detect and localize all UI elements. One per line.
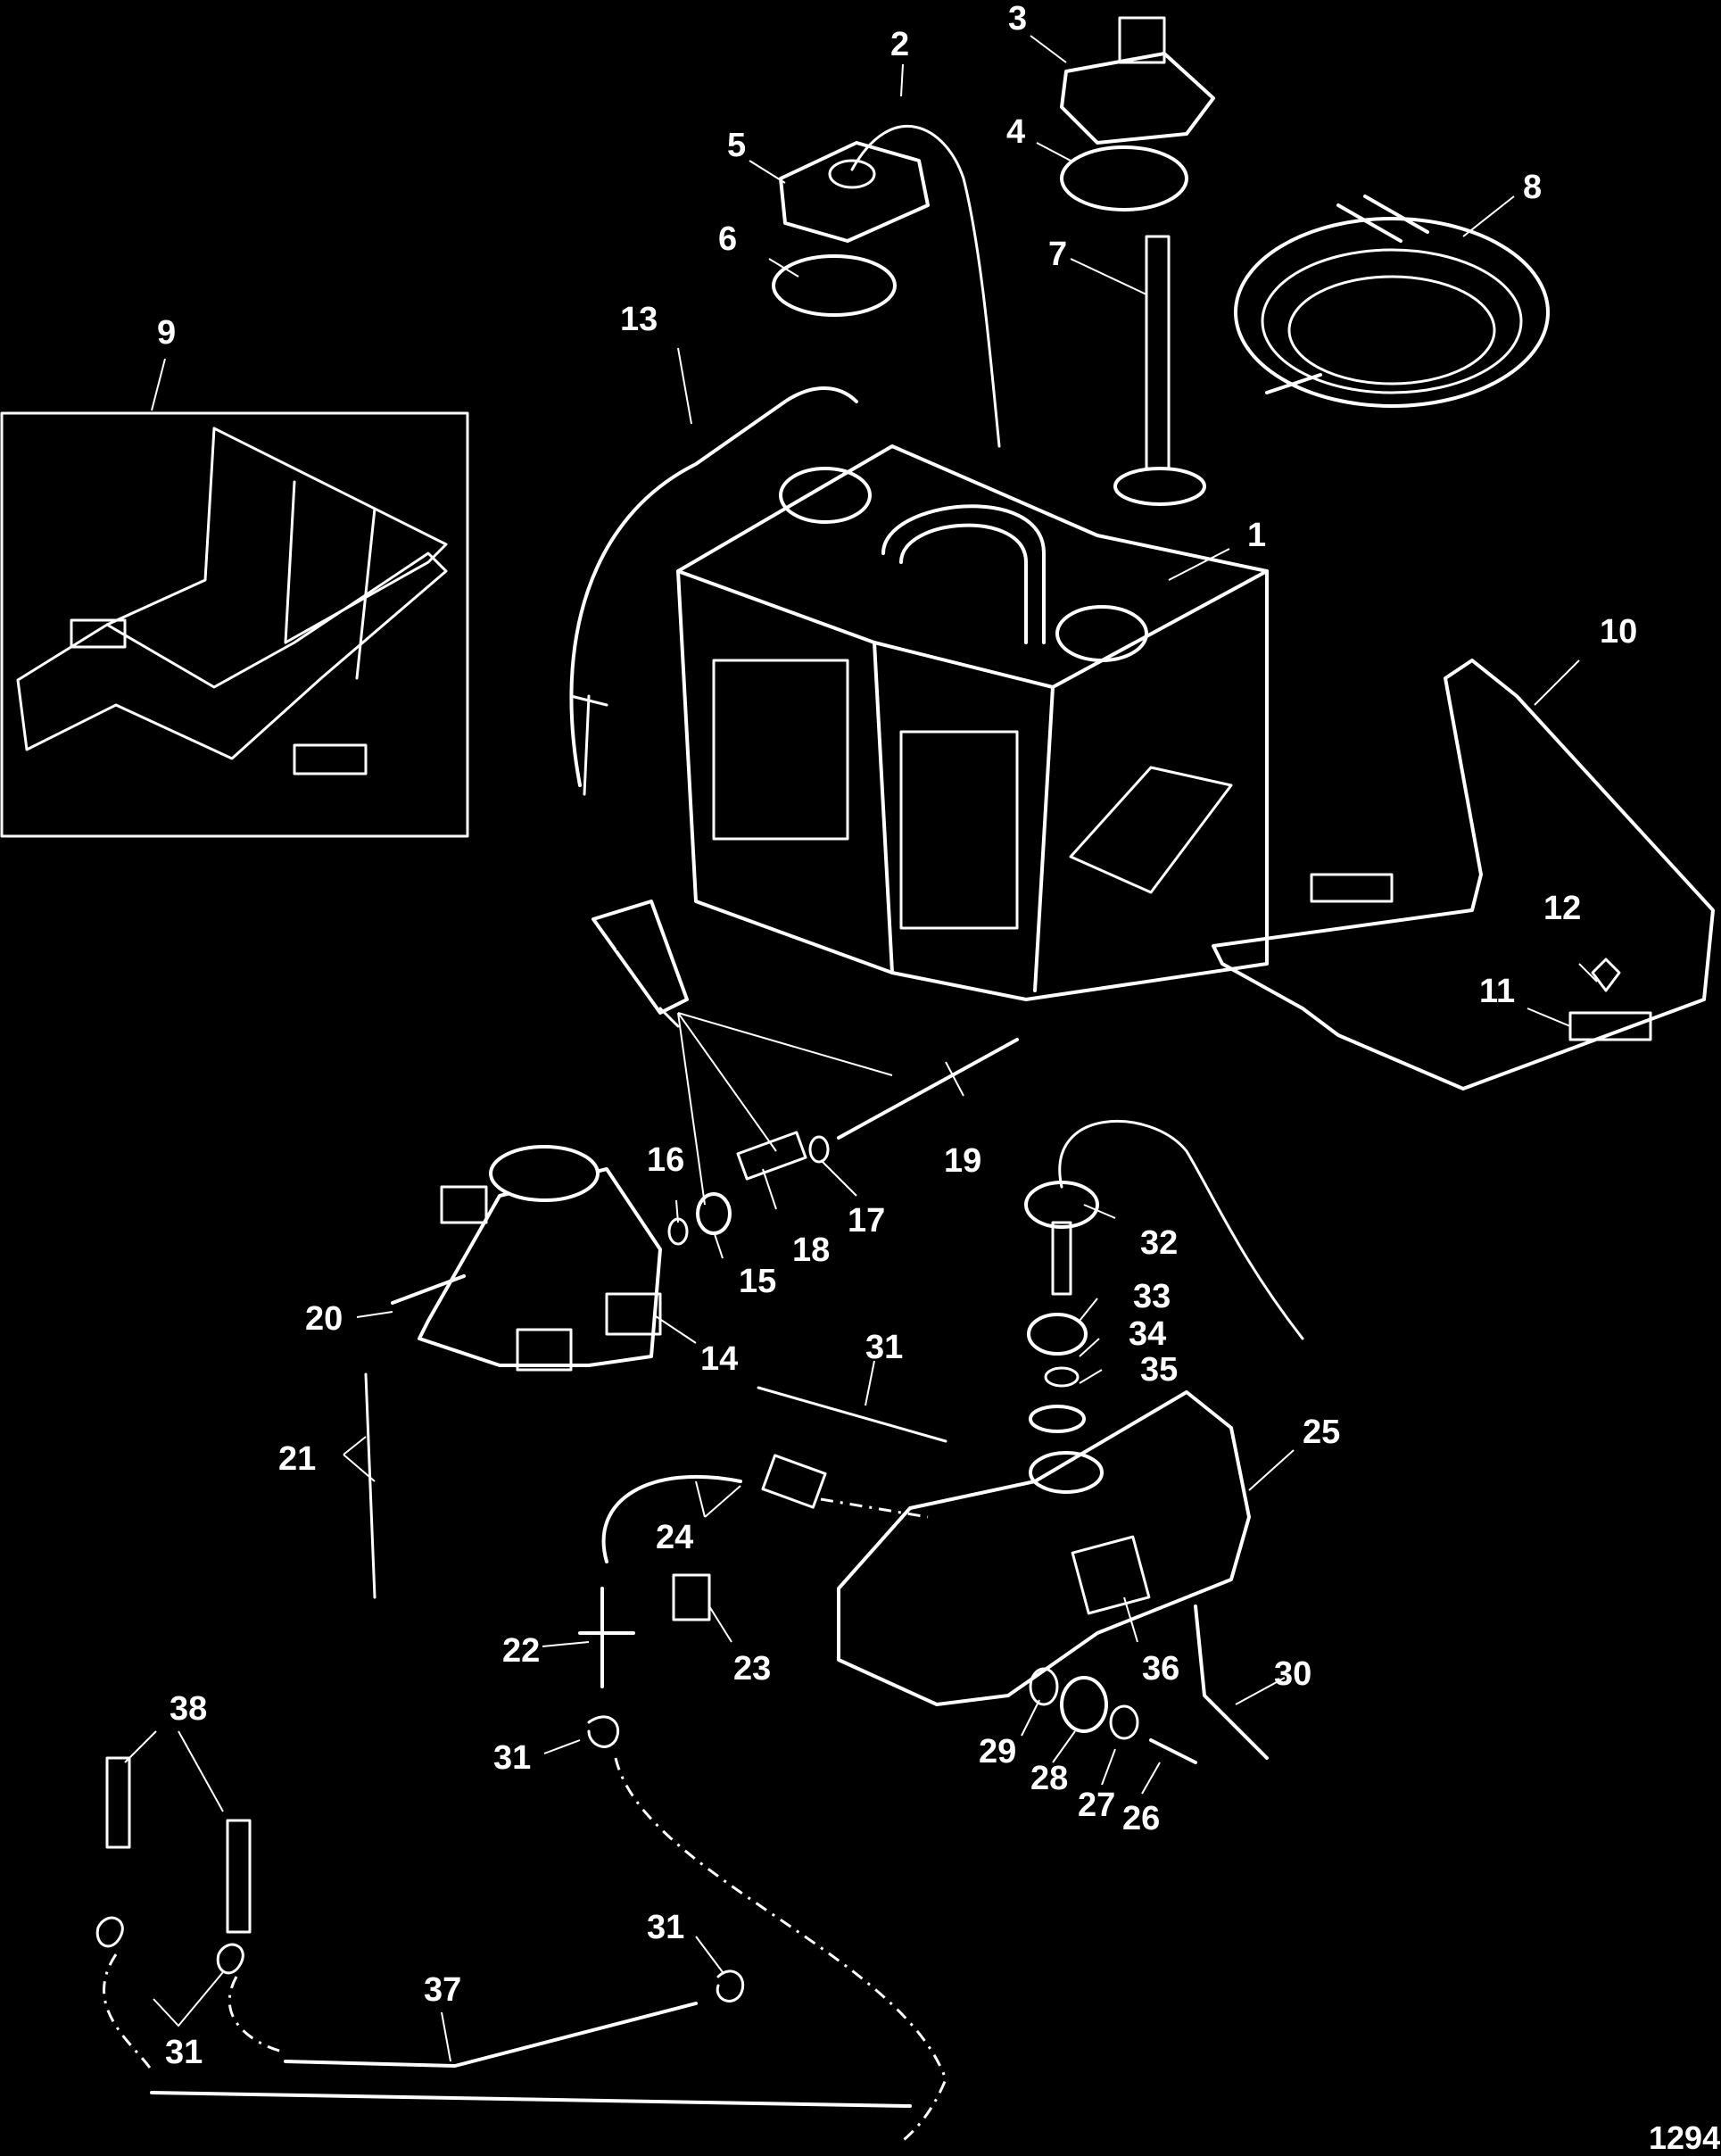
callout-19: 19 [944, 1142, 981, 1180]
seal-15 [696, 1192, 732, 1235]
callout-6: 6 [718, 220, 737, 258]
callout-30: 30 [1274, 1655, 1311, 1693]
bushing-29 [1029, 1667, 1059, 1706]
screw-12 [1591, 958, 1621, 992]
twin-tank [676, 444, 1269, 1001]
fitting-18 [736, 1131, 807, 1181]
fitting-23 [672, 1573, 711, 1621]
callout-7: 7 [1048, 236, 1067, 273]
callout-18: 18 [792, 1231, 830, 1269]
cap-gasket-6 [772, 254, 897, 317]
callout-labels: 1 2 3 4 5 6 7 8 9 10 11 12 13 14 15 16 1… [157, 0, 1720, 2156]
pickup-tube [1113, 235, 1206, 506]
leader-lines [124, 35, 1598, 2062]
o-ring-16 [667, 1217, 689, 1246]
o-ring-17 [808, 1135, 830, 1164]
callout-4: 4 [1006, 113, 1025, 151]
callout-20: 20 [305, 1300, 343, 1338]
hose-24 [601, 1474, 742, 1563]
callout-31-line: 31 [647, 1909, 684, 1946]
clamp-31 [587, 1715, 620, 1748]
callout-32: 32 [1140, 1224, 1178, 1262]
rod-19 [837, 1038, 1019, 1140]
callout-33: 33 [1133, 1278, 1171, 1315]
pump-assembly [418, 1145, 662, 1372]
tube-label: 14 [616, 935, 636, 955]
connector-38a [105, 1756, 131, 1849]
tie-strap [757, 1386, 947, 1443]
elbow-30 [1194, 1605, 1269, 1760]
washer-27 [1109, 1704, 1139, 1740]
callout-27: 27 [1078, 1787, 1115, 1824]
callout-31-bottom: 31 [165, 2034, 203, 2071]
callout-3: 3 [1008, 0, 1027, 37]
strap [569, 386, 858, 787]
callout-28: 28 [1030, 1760, 1068, 1797]
callout-5: 5 [727, 127, 746, 164]
callout-14: 14 [700, 1340, 738, 1378]
grommet-28 [1060, 1676, 1108, 1733]
vent-cap [779, 141, 930, 243]
callout-21: 21 [278, 1440, 316, 1478]
callout-11: 11 [1479, 973, 1515, 1010]
callout-36: 36 [1142, 1650, 1179, 1687]
callout-2: 2 [890, 26, 909, 63]
screw-26 [1149, 1738, 1197, 1764]
figure-code: 1294 [1649, 2119, 1720, 2156]
callout-23: 23 [733, 1650, 771, 1687]
tray-bracket [1212, 659, 1715, 1090]
callout-37: 37 [424, 1971, 461, 2009]
connector-38b [226, 1819, 252, 1934]
callout-13: 13 [620, 301, 658, 338]
inset-tray-box [0, 411, 469, 838]
callout-9: 9 [157, 314, 176, 352]
callout-8: 8 [1523, 169, 1542, 206]
bolt-20 [391, 1274, 466, 1305]
callout-17: 17 [848, 1202, 885, 1240]
fuel-line-dashed [614, 1757, 947, 2144]
callout-38: 38 [170, 1690, 207, 1728]
callout-34: 34 [1129, 1315, 1166, 1353]
callout-31-clamp: 31 [493, 1739, 531, 1777]
callout-10: 10 [1600, 613, 1637, 651]
callout-25: 25 [1303, 1414, 1340, 1451]
callout-24: 24 [656, 1519, 693, 1556]
callout-15: 15 [739, 1263, 776, 1300]
cap-gasket-4 [1060, 145, 1188, 211]
tee-fitting-22 [578, 1587, 635, 1688]
hose-37 [150, 2091, 912, 2108]
callout-12: 12 [1543, 890, 1581, 927]
sealant-tube [592, 900, 689, 1028]
fitting-24 [761, 1454, 827, 1509]
callout-22: 22 [502, 1632, 540, 1670]
fuel-hose-coil [1234, 195, 1550, 408]
callout-1: 1 [1247, 517, 1266, 554]
oil-tank [837, 1390, 1251, 1706]
callout-31-tie: 31 [865, 1329, 903, 1366]
callout-35: 35 [1140, 1351, 1178, 1389]
callout-26: 26 [1122, 1800, 1160, 1837]
callout-29: 29 [979, 1733, 1016, 1770]
level-sender [1024, 1119, 1304, 1433]
vent-hose [850, 125, 1001, 448]
callout-16: 16 [647, 1141, 684, 1179]
fuel-cap [1060, 16, 1215, 145]
